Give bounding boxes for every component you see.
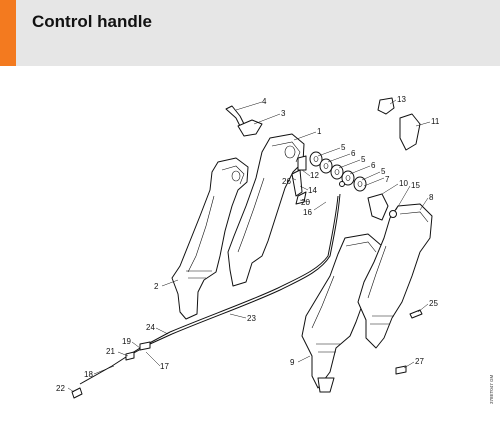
handle-shell-8: [357, 203, 433, 349]
page-title: Control handle: [32, 12, 152, 31]
callout-16: 16: [303, 208, 312, 217]
screw-4-lever-3: [225, 105, 263, 137]
screw-25-27: [395, 309, 423, 375]
callout-1: 1: [317, 127, 322, 136]
callout-20: 20: [301, 198, 310, 207]
callout-27: 27: [415, 357, 424, 366]
callout-12: 12: [310, 171, 319, 180]
callout-14: 14: [308, 186, 317, 195]
accent-bar: [0, 0, 16, 66]
handle-half-left-2: [171, 157, 249, 320]
callout-6b: 6: [371, 161, 376, 170]
callout-25: 25: [429, 299, 438, 308]
callout-6a: 6: [351, 149, 356, 158]
callout-3: 3: [281, 109, 286, 118]
callout-15: 15: [411, 181, 420, 190]
exploded-parts-diagram: 4 3 1 2 5 6 5 6 5 7 8 9 10 11 12 13 14 1…: [56, 95, 494, 404]
callout-2: 2: [154, 282, 159, 291]
callout-labels: 4 3 1 2 5 6 5 6 5 7 8 9 10 11 12 13 14 1…: [56, 95, 440, 393]
callout-7: 7: [385, 175, 390, 184]
trigger-assembly: [367, 97, 421, 221]
leader-lines: [67, 99, 431, 393]
handle-half-middle-1: [227, 133, 305, 287]
callout-8: 8: [429, 193, 434, 202]
small-parts: [291, 155, 345, 205]
callout-19: 19: [122, 337, 131, 346]
page-header: Control handle: [0, 0, 500, 66]
callout-18: 18: [84, 370, 93, 379]
drawing-code: 378ET047 GM: [489, 374, 494, 404]
callout-24: 24: [146, 323, 155, 332]
callout-5c: 5: [381, 167, 386, 176]
callout-17: 17: [160, 362, 169, 371]
callout-11: 11: [431, 117, 440, 126]
callout-5b: 5: [361, 155, 366, 164]
callout-10: 10: [399, 179, 408, 188]
callout-23: 23: [247, 314, 256, 323]
callout-22: 22: [56, 384, 65, 393]
throttle-cable-23: [71, 193, 341, 399]
callout-21: 21: [106, 347, 115, 356]
callout-9: 9: [290, 358, 295, 367]
callout-13: 13: [397, 95, 406, 104]
callout-26: 26: [282, 177, 291, 186]
callout-5a: 5: [341, 143, 346, 152]
callout-4: 4: [262, 97, 267, 106]
